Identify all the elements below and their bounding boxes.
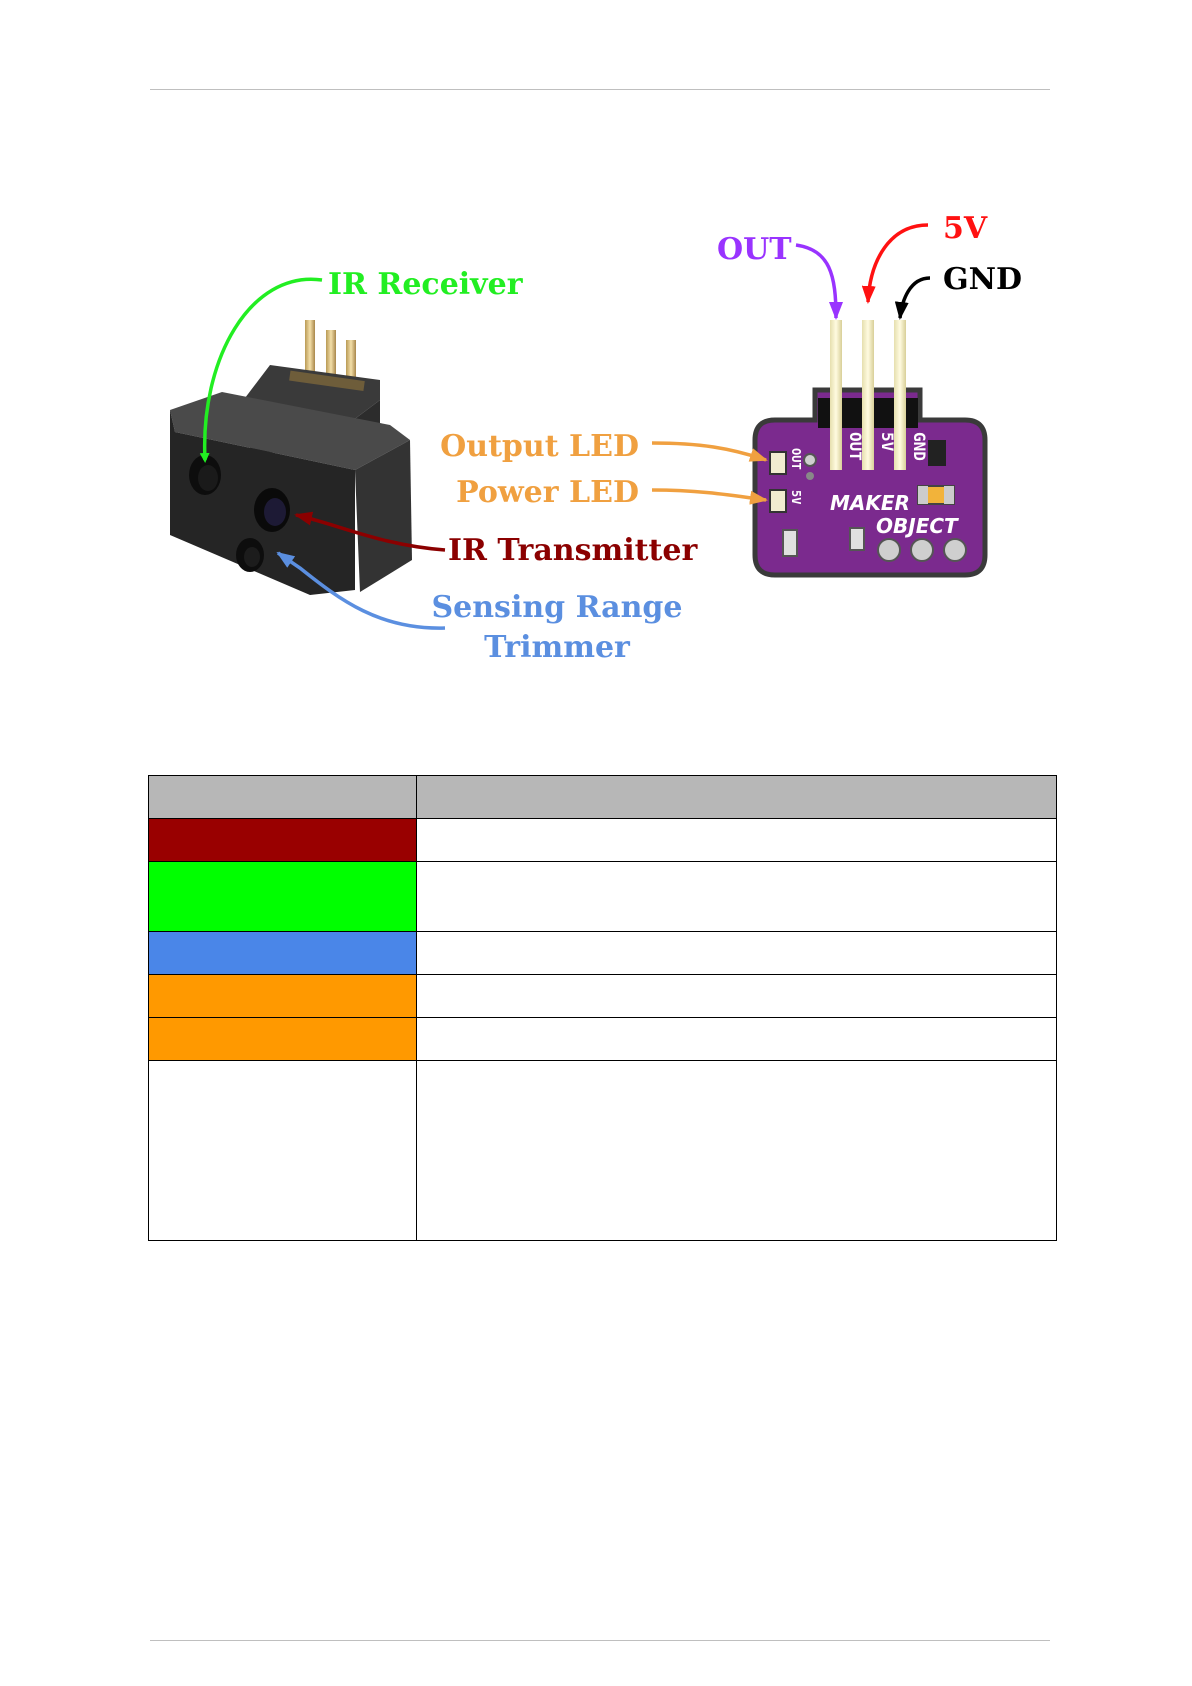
power-led-arrow xyxy=(651,488,768,505)
table-row xyxy=(148,974,1057,1018)
swatch-power-led xyxy=(148,1017,417,1061)
table-header-row xyxy=(148,775,1057,819)
power-led-label: Power LED xyxy=(456,475,639,510)
silk-led-5v: 5V xyxy=(789,490,803,504)
pin-table xyxy=(148,775,1057,1241)
output-led-arrow xyxy=(651,441,768,462)
description-cell xyxy=(416,974,1057,1018)
gnd-pin-label: GND xyxy=(943,262,1022,297)
swatch-sensing-range xyxy=(148,931,417,975)
description-cell xyxy=(416,1060,1057,1241)
swatch-output-led xyxy=(148,974,417,1018)
sensing-range-label: Sensing Range xyxy=(431,590,682,625)
description-cell xyxy=(416,931,1057,975)
table-row xyxy=(148,818,1057,862)
sensor-body xyxy=(170,320,412,595)
blank-cell xyxy=(148,1060,417,1241)
table-row xyxy=(148,1017,1057,1061)
swatch-ir-transmitter xyxy=(148,818,417,862)
sensing-range-label-line2: Trimmer xyxy=(484,630,631,665)
sensor-figure: IR Receiver IR Transmitter Sensing Range… xyxy=(170,211,1022,665)
header-cell-2 xyxy=(416,775,1057,819)
footer-rule xyxy=(150,1640,1050,1641)
description-cell xyxy=(416,818,1057,862)
silk-pin-out: OUT xyxy=(846,432,865,461)
swatch-ir-receiver xyxy=(148,861,417,932)
description-cell xyxy=(416,861,1057,932)
table-row xyxy=(148,861,1057,932)
output-led-label: Output LED xyxy=(440,429,639,464)
silk-pin-5v: 5V xyxy=(878,432,897,452)
gnd-arrow xyxy=(894,276,931,320)
header-cell-1 xyxy=(148,775,417,819)
out-arrow xyxy=(795,243,843,320)
ir-transmitter-label: IR Transmitter xyxy=(448,533,698,568)
description-cell xyxy=(416,1017,1057,1061)
5v-arrow xyxy=(861,223,929,304)
silk-pin-gnd: GND xyxy=(910,432,929,461)
ir-receiver-arrow xyxy=(199,277,323,463)
header-rule xyxy=(150,89,1050,90)
5v-pin-label: 5V xyxy=(943,211,988,246)
out-pin-label: OUT xyxy=(717,232,792,267)
ir-receiver-label: IR Receiver xyxy=(328,267,524,302)
ir-transmitter-arrow xyxy=(294,511,446,552)
silk-brand-line2: OBJECT xyxy=(876,514,959,538)
sensing-range-arrow xyxy=(276,551,446,630)
silk-brand-line1: MAKER xyxy=(830,491,910,515)
pcb-board xyxy=(752,320,988,578)
table-row xyxy=(148,1060,1057,1241)
silk-led-out: OUT xyxy=(789,448,803,470)
table-row xyxy=(148,931,1057,975)
